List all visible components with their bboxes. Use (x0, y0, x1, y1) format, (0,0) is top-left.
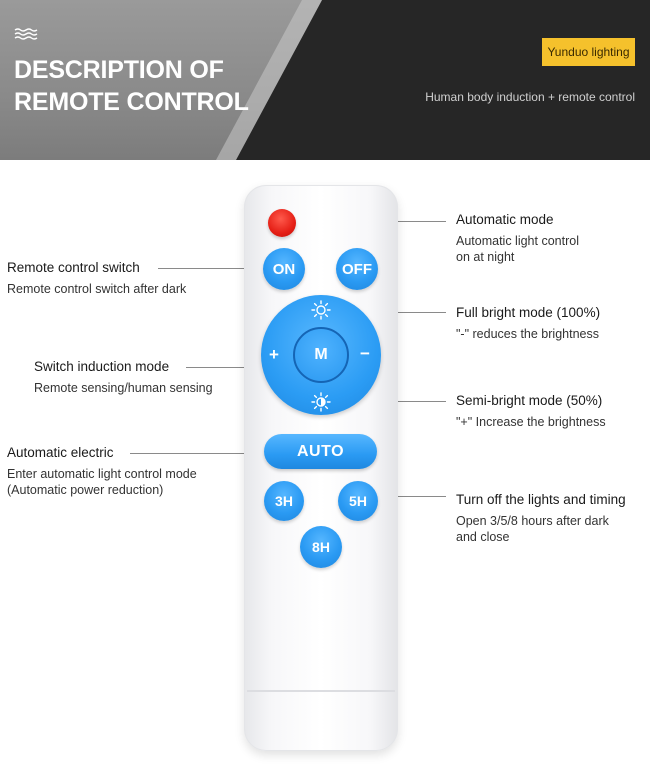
minus-button[interactable]: − (360, 344, 370, 363)
remote-switch-title: Remote control switch (7, 260, 140, 275)
header-subtitle: Human body induction + remote control (425, 90, 635, 104)
page-title-line-2: REMOTE CONTROL (14, 88, 249, 116)
header-banner: DESCRIPTION OF REMOTE CONTROL Yunduo lig… (0, 0, 650, 160)
automatic-mode-button[interactable] (268, 209, 296, 237)
half-sun-icon[interactable] (311, 392, 331, 412)
leader-line-remote-switch (158, 268, 268, 269)
switch-induction-desc: Remote sensing/human sensing (34, 381, 213, 395)
off-button[interactable]: OFF (336, 248, 378, 290)
auto-button[interactable]: AUTO (264, 434, 377, 469)
automatic-mode-desc-2: on at night (456, 250, 515, 264)
automatic-electric-title: Automatic electric (7, 445, 114, 460)
page-title: DESCRIPTION OF REMOTE CONTROL (14, 54, 249, 118)
m-button[interactable]: M (293, 327, 349, 383)
page-title-line-1: DESCRIPTION OF (14, 56, 224, 84)
timer-8h-button[interactable]: 8H (300, 526, 342, 568)
semi-bright-desc: "+" Increase the brightness (456, 415, 606, 429)
leader-line-automatic-electric (130, 453, 280, 454)
timing-desc-2: and close (456, 530, 510, 544)
remote-switch-desc: Remote control switch after dark (7, 282, 187, 296)
automatic-mode-title: Automatic mode (456, 212, 554, 227)
semi-bright-title: Semi-bright mode (50%) (456, 393, 603, 408)
full-bright-desc: "-" reduces the brightness (456, 327, 599, 341)
timing-title: Turn off the lights and timing (456, 492, 626, 507)
brand-badge: Yunduo lighting (542, 38, 635, 66)
automatic-mode-desc-1: Automatic light control (456, 234, 579, 248)
timing-desc-1: Open 3/5/8 hours after dark (456, 514, 609, 528)
triple-wave-icon (14, 28, 38, 40)
leader-line-timing (358, 496, 446, 497)
full-bright-title: Full bright mode (100%) (456, 305, 601, 320)
remote-bottom-seam (247, 690, 395, 692)
plus-button[interactable]: + (269, 345, 279, 364)
timer-5h-button[interactable]: 5H (338, 481, 378, 521)
timer-3h-button[interactable]: 3H (264, 481, 304, 521)
automatic-electric-desc-2: (Automatic power reduction) (7, 483, 164, 497)
switch-induction-title: Switch induction mode (34, 359, 170, 374)
automatic-electric-desc-1: Enter automatic light control mode (7, 467, 197, 481)
sun-icon[interactable] (311, 300, 331, 320)
on-button[interactable]: ON (263, 248, 305, 290)
